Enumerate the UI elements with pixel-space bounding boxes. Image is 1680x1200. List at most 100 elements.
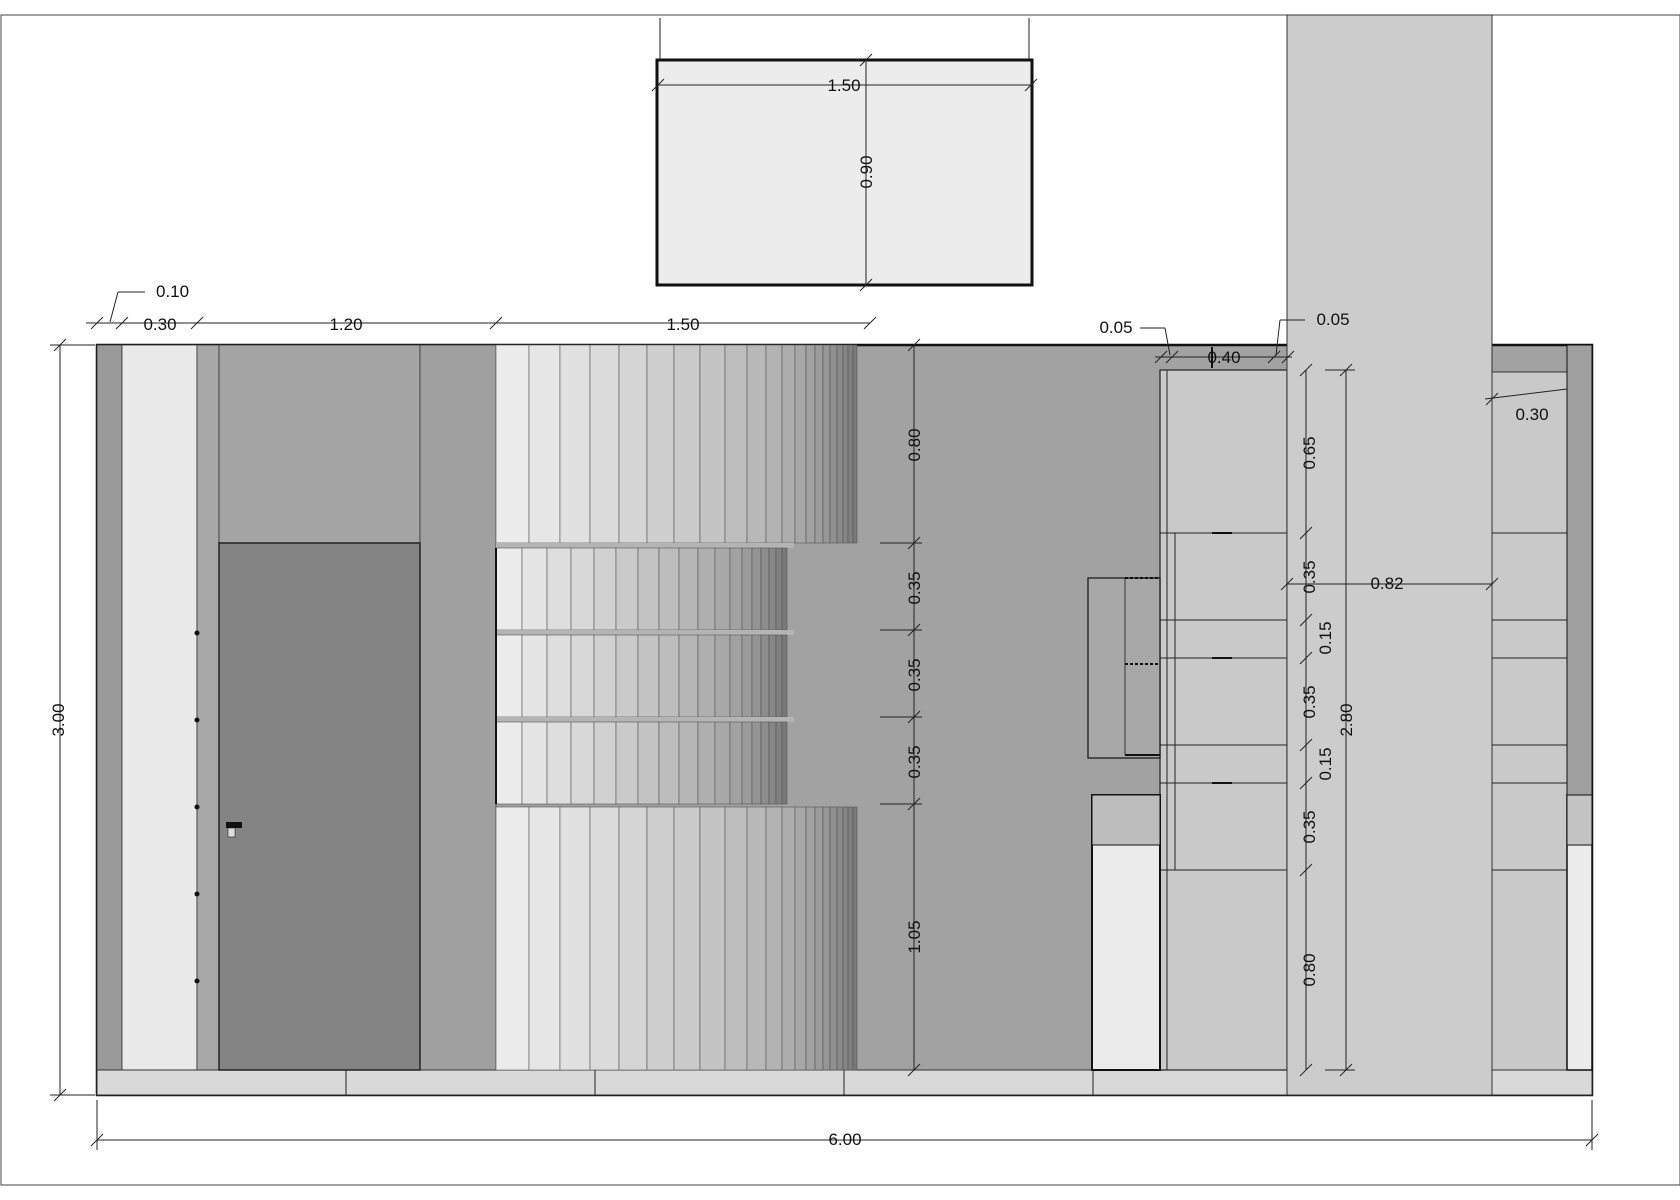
shelf-slat xyxy=(495,547,523,631)
shelf-slat xyxy=(852,344,858,544)
shelf-slat xyxy=(637,634,660,718)
shelf-slat xyxy=(842,806,849,1071)
dimension-lines xyxy=(50,291,1599,1150)
shelving-unit xyxy=(495,344,858,1071)
dim-shelf-row-3: 0.35 xyxy=(905,745,924,778)
right-panel xyxy=(1491,344,1593,1071)
shelf-slat xyxy=(781,634,788,718)
shelf-slat xyxy=(593,634,617,718)
shelf-slat xyxy=(697,634,716,718)
shelf-slat xyxy=(741,634,753,718)
shelf-slat xyxy=(521,634,548,718)
shelf-slat xyxy=(546,634,572,718)
shelf-slat xyxy=(699,806,726,1071)
shelf-slat xyxy=(658,547,680,631)
shelf-slat xyxy=(781,806,796,1071)
shelf-slat xyxy=(714,547,731,631)
dim-shelf-row-1: 0.35 xyxy=(905,571,924,604)
shelf-slat xyxy=(760,721,770,805)
shelf-slat xyxy=(829,806,838,1071)
shelf-slat xyxy=(729,721,743,805)
shelf-slat xyxy=(528,344,561,544)
dim-cab-gap-1: 0.15 xyxy=(1316,621,1335,654)
right-cabinet xyxy=(1087,369,1288,1071)
dim-shelf-bottom: 1.05 xyxy=(905,920,924,953)
shelf-slat xyxy=(521,547,548,631)
shelf-slat xyxy=(751,547,762,631)
dim-shelf-row-2: 0.35 xyxy=(905,658,924,691)
dim-shelf-top: 0.80 xyxy=(905,428,924,461)
dim-cab-row-3: 0.35 xyxy=(1300,810,1319,843)
shelf-slat xyxy=(521,721,548,805)
shelf-slat xyxy=(781,344,796,544)
shelf-slat xyxy=(852,806,858,1071)
dim-top-shelf-zone: 1.50 xyxy=(666,315,699,334)
shelf-slat xyxy=(836,806,844,1071)
shelf-slat xyxy=(495,344,530,544)
shelf-slat xyxy=(724,806,748,1071)
shelf-slat xyxy=(775,634,783,718)
shelf-slat xyxy=(814,344,824,544)
door xyxy=(218,542,421,1071)
shelf-slat xyxy=(765,344,783,544)
sheet-frame xyxy=(0,14,1680,1186)
shelf-edge xyxy=(496,630,794,635)
shelf-slat xyxy=(646,344,675,544)
shelf-slat xyxy=(829,344,838,544)
dim-right-gap-left: 0.05 xyxy=(1099,318,1132,337)
dim-overall-width: 6.00 xyxy=(828,1130,861,1149)
shelf-slat xyxy=(814,806,824,1071)
dim-cab-bottom: 0.80 xyxy=(1300,953,1319,986)
shelf-slat xyxy=(673,344,701,544)
shelf-slat xyxy=(570,721,595,805)
shelf-slat xyxy=(589,344,620,544)
shelf-slat xyxy=(697,721,716,805)
dimension-labels: 6.00 3.00 0.10 0.30 1.20 1.50 1.50 0.90 … xyxy=(49,76,1549,1149)
shelf-slat xyxy=(794,806,807,1071)
shelf-slat xyxy=(775,721,783,805)
shelf-slat xyxy=(781,721,788,805)
dim-window-height: 0.90 xyxy=(857,155,876,188)
dim-right-cabinet-width: 0.40 xyxy=(1207,348,1240,367)
shelf-slat xyxy=(729,634,743,718)
dim-top-left-panel: 0.30 xyxy=(143,315,176,334)
shelf-slat xyxy=(673,806,701,1071)
dim-right-panel: 0.30 xyxy=(1515,405,1548,424)
shelf-slat xyxy=(746,806,767,1071)
dim-top-door-zone: 1.20 xyxy=(329,315,362,334)
column xyxy=(1286,14,1493,1096)
shelf-slat xyxy=(775,547,783,631)
shelf-slat xyxy=(751,721,762,805)
shelf-slat xyxy=(805,806,816,1071)
shelf-slat xyxy=(570,634,595,718)
shelf-slat xyxy=(746,344,767,544)
shelf-slat xyxy=(559,344,591,544)
shelf-slat xyxy=(751,634,762,718)
shelf-slat xyxy=(615,634,639,718)
shelf-edge xyxy=(496,717,794,722)
shelf-slat xyxy=(658,721,680,805)
shelf-slat xyxy=(618,344,648,544)
shelf-slat xyxy=(847,344,854,544)
shelf-slat xyxy=(546,547,572,631)
shelf-slat xyxy=(678,547,699,631)
shelf-slat xyxy=(699,344,726,544)
dim-cab-gap-2: 0.15 xyxy=(1316,747,1335,780)
shelf-edge xyxy=(496,543,794,548)
shelf-slat xyxy=(615,721,639,805)
shelf-slat xyxy=(794,344,807,544)
shelf-slat xyxy=(637,721,660,805)
shelf-slat xyxy=(842,344,849,544)
shelf-slat xyxy=(822,806,831,1071)
shelf-slat xyxy=(570,547,595,631)
shelf-slat xyxy=(847,806,854,1071)
dim-right-gap-right: 0.05 xyxy=(1316,310,1349,329)
dim-cab-row-2: 0.35 xyxy=(1300,685,1319,718)
door-handle xyxy=(226,822,242,828)
shelf-slat xyxy=(528,806,561,1071)
shelf-slat xyxy=(760,634,770,718)
dim-window-width: 1.50 xyxy=(827,76,860,95)
dim-top-offset: 0.10 xyxy=(156,282,189,301)
shelf-slat xyxy=(697,547,716,631)
